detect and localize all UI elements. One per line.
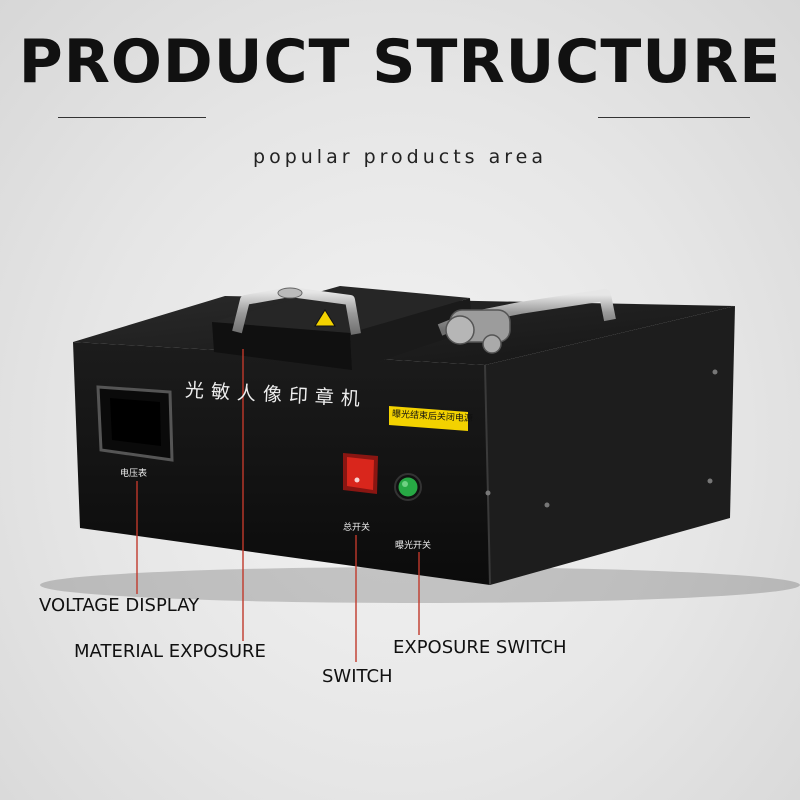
main-switch-rocker	[347, 457, 374, 490]
machine-front	[73, 342, 490, 585]
hinge-knob	[445, 315, 475, 345]
screw	[544, 502, 550, 508]
warning-triangle-icon	[314, 309, 336, 327]
callout-exposure-switch: EXPOSURE SWITCH	[393, 637, 567, 658]
exposure-lid-front	[212, 322, 352, 370]
callout-material-exposure: MATERIAL EXPOSURE	[74, 641, 266, 662]
screw	[485, 490, 491, 496]
callout-voltage-display: VOLTAGE DISPLAY	[39, 595, 200, 616]
page-title: PRODUCT STRUCTURE	[18, 27, 782, 97]
page-subtitle: popular products area	[253, 146, 547, 168]
exposure-lid-top	[212, 286, 470, 333]
warning-label-bg	[389, 406, 468, 431]
title-rule-left	[58, 117, 206, 118]
meter-label: 电压表	[120, 469, 148, 479]
exposure-switch-label: 曝光开关	[395, 541, 432, 551]
main-switch-label: 总开关	[343, 523, 371, 533]
callout-switch: SWITCH	[322, 666, 393, 687]
screw	[707, 478, 713, 484]
exposure-switch-cap	[398, 477, 418, 497]
floor-shadow	[40, 567, 800, 603]
title-rule-right	[598, 117, 750, 118]
machine-side	[485, 306, 735, 585]
screw	[712, 369, 718, 375]
